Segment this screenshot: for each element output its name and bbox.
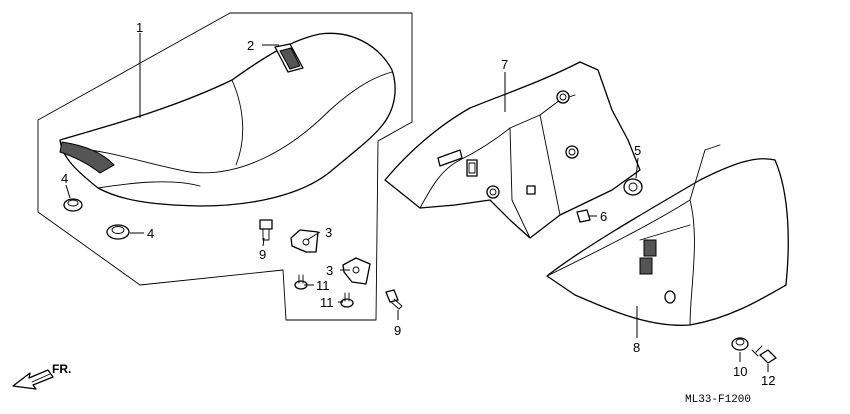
seat-bracket-upper: [290, 229, 319, 253]
screw-upper: [294, 274, 308, 290]
grommet: [623, 178, 643, 196]
callout-3a: 3: [325, 225, 332, 240]
bolt-left: [259, 219, 273, 241]
bolt-right: [385, 289, 403, 310]
seat-cushion-lower: [106, 224, 130, 240]
callout-6: 6: [600, 209, 607, 224]
callout-5: 5: [634, 143, 641, 158]
right-side-cover: [384, 61, 641, 239]
front-direction-label: FR.: [52, 362, 71, 376]
callout-2: 2: [247, 38, 254, 53]
diagram-code: ML33-F1200: [685, 394, 751, 406]
callout-3b: 3: [326, 263, 333, 278]
seat-cushion-upper: [63, 198, 83, 212]
seat-bracket-lower: [342, 257, 371, 285]
bolt-side-cover: [751, 345, 777, 364]
callout-11b: 11: [320, 295, 334, 310]
callout-8: 8: [633, 340, 640, 355]
callout-1: 1: [136, 20, 143, 35]
callout-9b: 9: [394, 323, 401, 338]
callout-9a: 9: [259, 247, 266, 262]
front-arrow-icon: [12, 369, 54, 390]
collar: [731, 337, 749, 351]
callout-11a: 11: [316, 278, 330, 293]
rubber-block: [576, 209, 591, 223]
callout-7: 7: [501, 57, 508, 72]
seat-strap: [274, 43, 304, 73]
front-direction-indicator: FR.: [12, 362, 71, 390]
callout-12: 12: [761, 373, 775, 388]
leader-5: [635, 157, 639, 179]
leader-3a: [306, 231, 321, 241]
seat-group-outline: [37, 12, 413, 321]
callout-10: 10: [733, 364, 747, 379]
callout-4b: 4: [147, 226, 154, 241]
leader-9a: [262, 237, 265, 247]
leader-4a: [65, 184, 71, 199]
callout-4a: 4: [61, 171, 68, 186]
seat: [59, 32, 396, 207]
left-side-cover: [546, 144, 789, 326]
screw-lower: [340, 292, 354, 308]
